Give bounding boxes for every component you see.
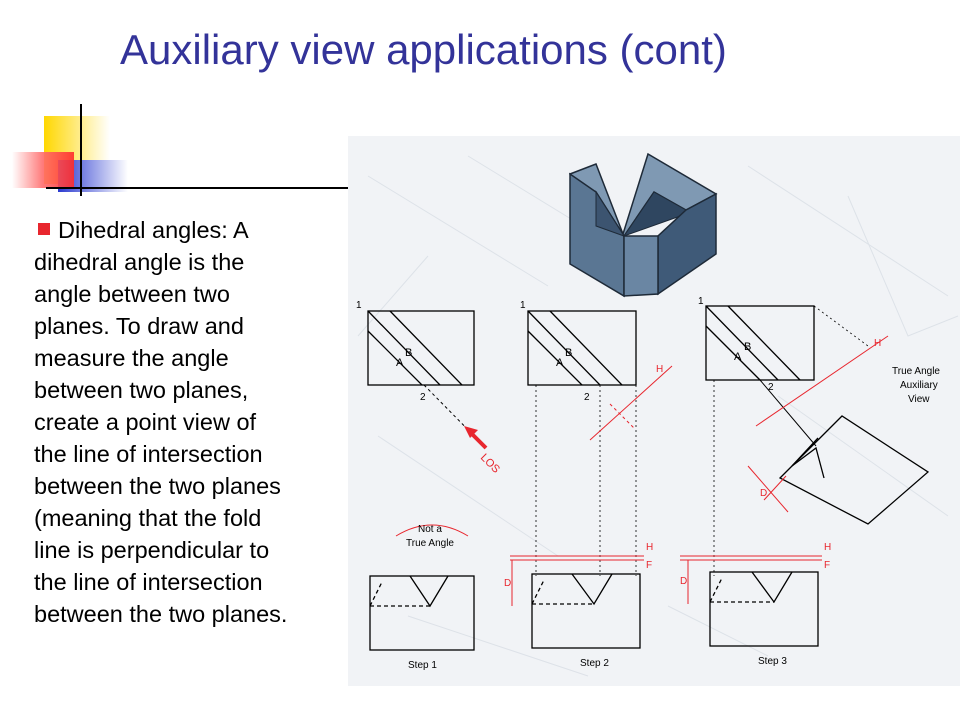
bullet-line: between the two planes: [34, 473, 281, 499]
bullet-line: the line of intersection: [34, 441, 263, 467]
bullet-line: dihedral angle is the: [34, 249, 245, 275]
step3-label-b: B: [744, 341, 751, 353]
step3-caption: Step 3: [758, 656, 787, 667]
step3-label-d2: D: [680, 576, 687, 587]
background-texture: [357, 155, 959, 677]
step2-label-d: D: [504, 578, 511, 589]
step3-front-view: [709, 571, 819, 647]
auxiliary-view-figure: 1 A B 2 LOS 1 A B 2 H: [348, 136, 960, 686]
step2-caption: Step 2: [580, 658, 609, 669]
hf-fold-lines: [510, 555, 822, 561]
step3-label-d: D: [760, 488, 767, 499]
step1-caption: Step 1: [408, 660, 437, 671]
step3-label-2: 2: [768, 382, 774, 393]
true-angle-label-2: Auxiliary: [900, 380, 938, 391]
bullet-line: (meaning that the fold: [34, 505, 262, 531]
not-true-angle-label-2: True Angle: [406, 538, 454, 549]
step1-label-1: 1: [356, 300, 362, 311]
notched-block-isometric: [568, 152, 718, 298]
step1-label-b: B: [405, 347, 412, 359]
step1-front-view: [369, 575, 475, 651]
not-true-angle-label-1: Not a: [418, 524, 442, 535]
not-true-angle-arc: [395, 524, 469, 537]
depth-dimensions: [511, 560, 689, 606]
step3-label-h: H: [874, 338, 881, 349]
decorative-squares: [12, 104, 350, 196]
true-angle-label-3: View: [908, 394, 930, 405]
bullet-line: create a point view of: [34, 409, 257, 435]
step2-top-view: [527, 310, 637, 576]
step3-label-1: 1: [698, 296, 704, 307]
step2-front-view: [531, 573, 641, 649]
step2-label-hf-h: H: [646, 542, 653, 553]
step2-fold-line: [589, 365, 673, 441]
red-square: [12, 152, 74, 188]
slide-title: Auxiliary view applications (cont): [120, 26, 727, 73]
step2-label-h: H: [656, 364, 663, 375]
bullet-line: measure the angle: [34, 345, 229, 371]
step3-label-hf-f: F: [824, 560, 830, 571]
step3-label-hf-h: H: [824, 542, 831, 553]
step1-label-1b: 1: [520, 300, 526, 311]
step2-label-hf-f: F: [646, 560, 652, 571]
step1-label-2: 2: [420, 392, 426, 403]
bullet-line-lead: Dihedral angles: A: [34, 214, 334, 246]
step3-fold-lines: [747, 335, 889, 513]
bullet-line: angle between two: [34, 281, 230, 307]
step2-label-2: 2: [584, 392, 590, 403]
step1-label-a: A: [396, 357, 404, 369]
step2-label-b: B: [565, 347, 572, 359]
bullet-line: between the two planes.: [34, 601, 288, 627]
bullet-line: line is perpendicular to: [34, 537, 270, 563]
step2-label-a: A: [556, 357, 564, 369]
bullet-paragraph: Dihedral angles: A dihedral angle is the…: [34, 214, 334, 630]
step3-auxiliary-view: [759, 379, 930, 525]
true-angle-label-1: True Angle: [892, 366, 940, 377]
step3-label-a: A: [734, 351, 742, 363]
bullet-line: planes. To draw and: [34, 313, 244, 339]
step3-top-view: [705, 305, 869, 576]
bullet-square-icon: [38, 223, 50, 235]
bullet-line: the line of intersection: [34, 569, 263, 595]
bullet-line: between two planes,: [34, 377, 249, 403]
los-arrow-icon: [464, 426, 488, 450]
